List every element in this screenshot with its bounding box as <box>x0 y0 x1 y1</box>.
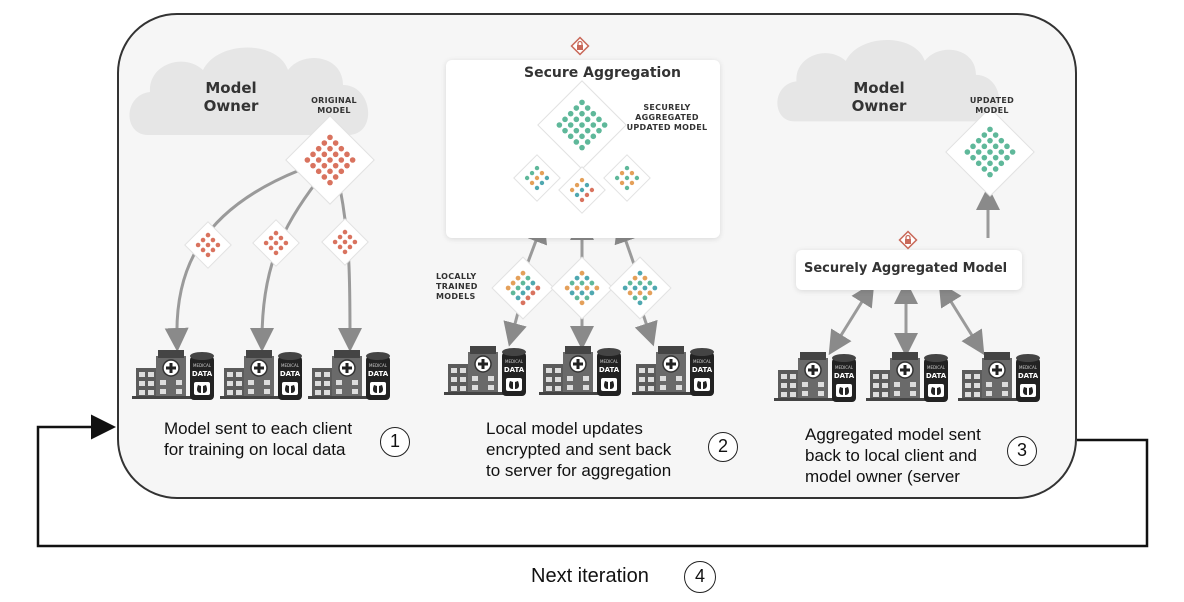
model-diamond-icon <box>558 166 606 214</box>
updated-model-label: UPDATED MODEL <box>969 96 1015 115</box>
securely-aggregated-model-title: Securely Aggregated Model <box>804 261 1008 276</box>
next-iteration-label: Next iteration <box>531 565 649 587</box>
model-diamond-icon <box>603 154 651 202</box>
model-diamond-icon <box>491 256 555 320</box>
step-2-badge: 2 <box>708 432 738 462</box>
database-sub-label: MEDICAL <box>281 363 300 368</box>
step-1-badge: 1 <box>380 427 410 457</box>
model-diamond-icon <box>285 115 375 205</box>
caption-line: Local model updates <box>486 419 643 438</box>
caption-line: encrypted and sent back <box>486 440 672 459</box>
caption-line: to server for aggregation <box>486 461 672 480</box>
database-sub-label: MEDICAL <box>600 359 619 364</box>
database-sub-label: MEDICAL <box>693 359 712 364</box>
model-diamond-icon <box>184 221 232 269</box>
secure-aggregation-title: Secure Aggregation <box>524 65 681 81</box>
step-1-caption: Model sent to each client for training o… <box>164 418 352 460</box>
lock-icon <box>898 230 918 250</box>
database-sub-label: MEDICAL <box>193 363 212 368</box>
model-diamond-icon <box>321 218 369 266</box>
caption-line: for training on local data <box>164 440 346 459</box>
caption-line: Aggregated model sent <box>805 425 981 444</box>
client-group-2: DATA MEDICAL DATA MEDICAL DATA MEDICAL <box>443 345 714 396</box>
caption-line: back to local client and <box>805 446 977 465</box>
client-group-1: DATA MEDICAL DATA MEDICAL DATA MEDICAL <box>131 349 390 400</box>
model-diamond-icon <box>537 80 627 170</box>
database-data-label: DATA <box>926 372 947 380</box>
model-diamonds <box>184 107 1035 320</box>
step-3-badge: 3 <box>1007 436 1037 466</box>
model-owner-label: Model Owner <box>203 79 259 115</box>
database-data-label: DATA <box>504 366 525 374</box>
database-data-label: DATA <box>834 372 855 380</box>
aggregated-model-label: SECURELY AGGREGATED UPDATED MODEL <box>626 103 708 132</box>
securely-aggregated-model-box <box>796 250 1022 290</box>
database-data-label: DATA <box>692 366 713 374</box>
database-sub-label: MEDICAL <box>369 363 388 368</box>
original-model-label: ORIGINAL MODEL <box>311 96 357 115</box>
model-diamond-icon <box>252 219 300 267</box>
model-diamond-icon <box>608 256 672 320</box>
database-data-label: DATA <box>1018 372 1039 380</box>
database-sub-label: MEDICAL <box>505 359 524 364</box>
arrow-icon <box>828 281 875 356</box>
database-data-label: DATA <box>280 370 301 378</box>
iteration-loop-arrow <box>36 414 1149 548</box>
database-sub-label: MEDICAL <box>1019 365 1038 370</box>
model-owner-label: Model Owner <box>851 79 907 115</box>
database-sub-label: MEDICAL <box>927 365 946 370</box>
caption-line: model owner (server <box>805 467 960 486</box>
model-diamond-icon <box>550 256 614 320</box>
database-sub-label: MEDICAL <box>835 365 854 370</box>
arrow-icon <box>938 281 985 356</box>
model-diamond-icon <box>513 154 561 202</box>
model-diamond-icon <box>945 107 1035 197</box>
database-data-label: DATA <box>192 370 213 378</box>
step-4-badge: 4 <box>684 561 716 593</box>
client-group-3: DATA MEDICAL DATA MEDICAL DATA MEDICAL <box>773 351 1040 402</box>
database-data-label: DATA <box>368 370 389 378</box>
step-2-caption: Local model updates encrypted and sent b… <box>486 418 671 481</box>
lock-icon <box>570 36 590 56</box>
caption-line: Model sent to each client <box>164 419 353 438</box>
step-3-caption: Aggregated model sent back to local clie… <box>805 424 981 487</box>
database-data-label: DATA <box>599 366 620 374</box>
locally-trained-label: LOCALLY TRAINED MODELS <box>436 272 478 301</box>
